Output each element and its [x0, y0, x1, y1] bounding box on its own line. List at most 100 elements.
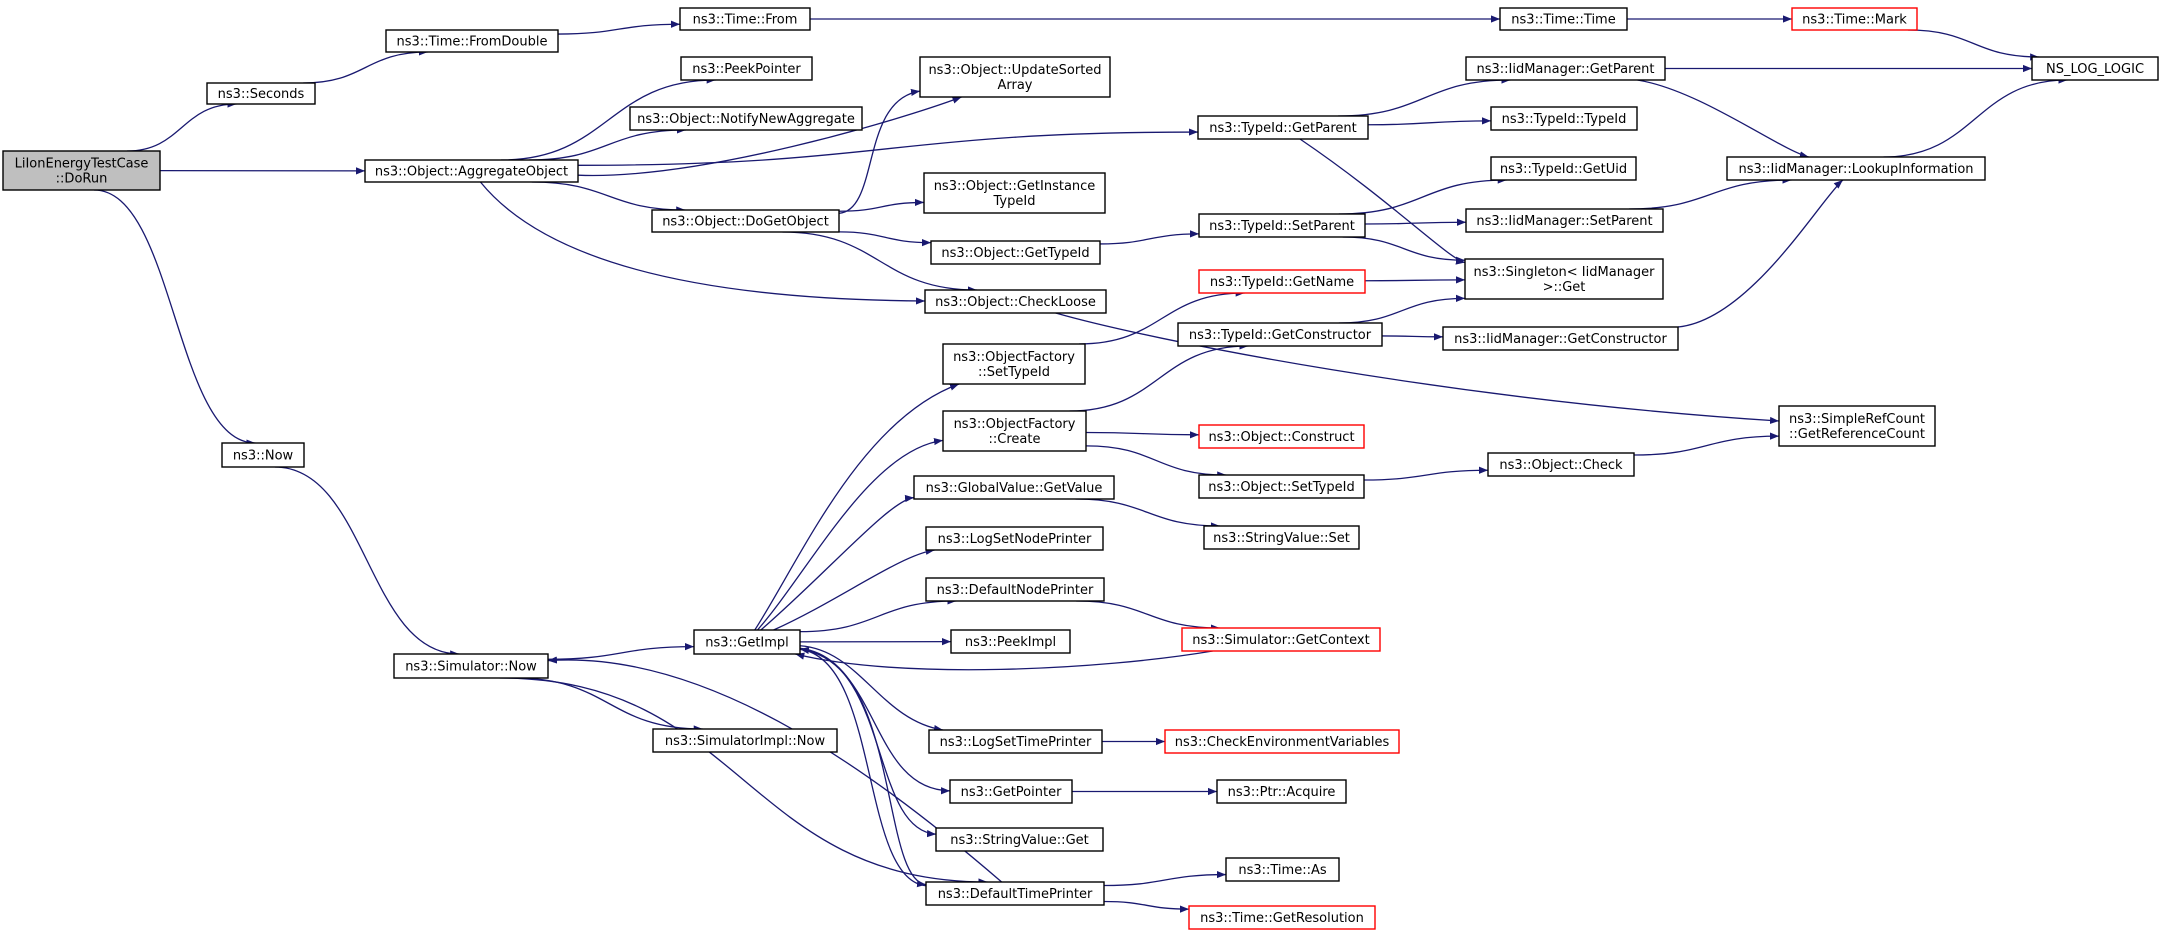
node-gvgetvalue[interactable]: ns3::GlobalValue::GetValue — [913, 475, 1115, 500]
node-box — [1465, 208, 1664, 233]
node-simimplnow[interactable]: ns3::SimulatorImpl::Now — [652, 728, 838, 753]
node-ofsettypeid[interactable]: ns3::ObjectFactory::SetTypeId — [942, 343, 1086, 385]
node-box — [925, 577, 1105, 602]
node-label-line: ns3::TypeId::GetConstructor — [1189, 328, 1372, 343]
node-peekimpl[interactable]: ns3::PeekImpl — [950, 629, 1071, 654]
node-box — [1465, 56, 1666, 81]
node-label-line: ns3::Object::UpdateSorted — [928, 63, 1101, 78]
node-box — [680, 56, 813, 81]
node-timefrom[interactable]: ns3::Time::From — [679, 7, 811, 31]
node-label-line: NS_LOG_LOGIC — [2046, 62, 2144, 77]
node-defaulttime[interactable]: ns3::DefaultTimePrinter — [925, 881, 1105, 906]
node-box — [364, 159, 579, 183]
node-ptracquire[interactable]: ns3::Ptr::Acquire — [1216, 779, 1347, 804]
node-box — [928, 729, 1103, 754]
call-edge-getimpl-to-logsettime — [799, 645, 944, 733]
node-label-line: ::Create — [989, 432, 1041, 447]
node-now[interactable]: ns3::Now — [221, 442, 305, 468]
node-label-line: ns3::LogSetNodePrinter — [938, 532, 1092, 547]
node-fromdouble[interactable]: ns3::Time::FromDouble — [385, 29, 559, 53]
node-tidsetparent[interactable]: ns3::TypeId::SetParent — [1198, 213, 1366, 238]
node-strvalget[interactable]: ns3::StringValue::Get — [935, 827, 1104, 852]
node-box — [924, 289, 1107, 314]
node-tidgetparent[interactable]: ns3::TypeId::GetParent — [1197, 115, 1369, 140]
node-label-line: LiIonEnergyTestCase — [15, 157, 149, 172]
call-edge-iidsetparent-to-lookupinfo — [1628, 176, 1792, 210]
node-tidtypeid[interactable]: ns3::TypeId::TypeId — [1490, 106, 1638, 131]
node-strvalset[interactable]: ns3::StringValue::Set — [1203, 525, 1360, 550]
node-aggregate[interactable]: ns3::Object::AggregateObject — [364, 159, 579, 183]
node-lookupinfo[interactable]: ns3::IidManager::LookupInformation — [1726, 156, 1986, 181]
node-getpointer[interactable]: ns3::GetPointer — [949, 779, 1073, 804]
node-tidgetname[interactable]: ns3::TypeId::GetName — [1198, 269, 1366, 294]
call-edges — [93, 15, 2068, 913]
node-box — [913, 475, 1115, 500]
node-box — [679, 7, 811, 31]
node-label-line: ns3::Object::Construct — [1208, 430, 1354, 445]
node-box — [942, 410, 1087, 452]
node-iidgetctor[interactable]: ns3::IidManager::GetConstructor — [1442, 326, 1679, 351]
node-label-line: ns3::TypeId::GetName — [1210, 275, 1354, 290]
node-getimpl[interactable]: ns3::GetImpl — [693, 629, 801, 655]
node-label-line: ns3::DefaultTimePrinter — [938, 887, 1093, 902]
call-edge-iidgetparent-to-lookupinfo — [1637, 79, 1809, 159]
node-simgetcontext[interactable]: ns3::Simulator::GetContext — [1181, 627, 1381, 652]
node-simnow[interactable]: ns3::Simulator::Now — [393, 653, 549, 679]
node-iidgetparent[interactable]: ns3::IidManager::GetParent — [1465, 56, 1666, 81]
node-iidsetparent[interactable]: ns3::IidManager::SetParent — [1465, 208, 1664, 233]
node-checkloose[interactable]: ns3::Object::CheckLoose — [924, 289, 1107, 314]
node-label-line: ns3::SimulatorImpl::Now — [665, 734, 826, 749]
node-singletonget[interactable]: ns3::Singleton< IidManager >::Get — [1464, 258, 1664, 300]
node-objcheck[interactable]: ns3::Object::Check — [1487, 452, 1635, 477]
node-box — [393, 653, 549, 679]
node-label-line: ns3::Time::FromDouble — [397, 35, 548, 50]
node-label-line: ns3::Object::GetTypeId — [941, 246, 1089, 261]
node-timemark[interactable]: ns3::Time::Mark — [1791, 7, 1918, 31]
node-ofcreate[interactable]: ns3::ObjectFactory::Create — [942, 410, 1087, 452]
call-edge-checkloose-to-simplerefcount — [1055, 312, 1780, 425]
node-box — [1203, 525, 1360, 550]
call-edge-defaulttime-to-getimpl — [799, 646, 927, 887]
node-objsettypeid[interactable]: ns3::Object::SetTypeId — [1198, 474, 1365, 499]
node-label-line: ns3::GlobalValue::GetValue — [926, 481, 1103, 496]
node-nslog[interactable]: NS_LOG_LOGIC — [2031, 56, 2159, 81]
call-edge-dogetobject-to-objgettypeid — [838, 231, 932, 247]
node-objconstruct[interactable]: ns3::Object::Construct — [1198, 424, 1365, 449]
node-checkenv[interactable]: ns3::CheckEnvironmentVariables — [1164, 729, 1400, 754]
node-timegetres[interactable]: ns3::Time::GetResolution — [1188, 905, 1376, 930]
node-box — [919, 56, 1111, 98]
node-objgettypeid[interactable]: ns3::Object::GetTypeId — [930, 240, 1101, 265]
node-box — [1726, 156, 1986, 181]
node-label-line: ns3::PeekPointer — [692, 62, 801, 77]
node-timetime[interactable]: ns3::Time::Time — [1499, 7, 1628, 31]
node-peekpointer[interactable]: ns3::PeekPointer — [680, 56, 813, 81]
call-edge-simnow-to-defaulttime — [499, 677, 988, 886]
call-edge-defaultnode-to-simgetcontext — [1076, 600, 1220, 632]
node-label-line: ns3::Singleton< IidManager — [1473, 265, 1655, 280]
call-edge-getimpl-to-ofsettypeid — [754, 383, 960, 631]
call-edge-simnow-to-getimpl — [547, 643, 695, 660]
call-edge-getimpl-to-logsetnode — [773, 547, 935, 631]
node-logsettime[interactable]: ns3::LogSetTimePrinter — [928, 729, 1103, 754]
node-simplerefcount[interactable]: ns3::SimpleRefCount::GetReferenceCount — [1778, 405, 1936, 447]
call-edge-defaulttime-to-timegetres — [1103, 900, 1190, 913]
node-root[interactable]: LiIonEnergyTestCase::DoRun — [2, 150, 161, 191]
node-logsetnode[interactable]: ns3::LogSetNodePrinter — [925, 526, 1104, 551]
call-edge-objsettypeid-to-objcheck — [1363, 466, 1489, 481]
node-defaultnode[interactable]: ns3::DefaultNodePrinter — [925, 577, 1105, 602]
node-tidgetctor[interactable]: ns3::TypeId::GetConstructor — [1177, 322, 1383, 347]
call-edge-dogetobject-to-checkloose — [782, 231, 977, 294]
node-label-line: ns3::IidManager::GetConstructor — [1454, 332, 1667, 347]
node-box — [1490, 106, 1638, 131]
node-label-line: ns3::ObjectFactory — [953, 350, 1075, 365]
node-label-line: ns3::Seconds — [218, 87, 305, 102]
node-box — [1490, 156, 1637, 181]
node-tidgetuid[interactable]: ns3::TypeId::GetUid — [1490, 156, 1637, 181]
node-notifynew[interactable]: ns3::Object::NotifyNewAggregate — [629, 106, 863, 131]
node-seconds[interactable]: ns3::Seconds — [206, 82, 316, 105]
node-box — [1791, 7, 1918, 31]
node-dogetobject[interactable]: ns3::Object::DoGetObject — [651, 209, 840, 233]
node-timeas[interactable]: ns3::Time::As — [1225, 857, 1340, 882]
